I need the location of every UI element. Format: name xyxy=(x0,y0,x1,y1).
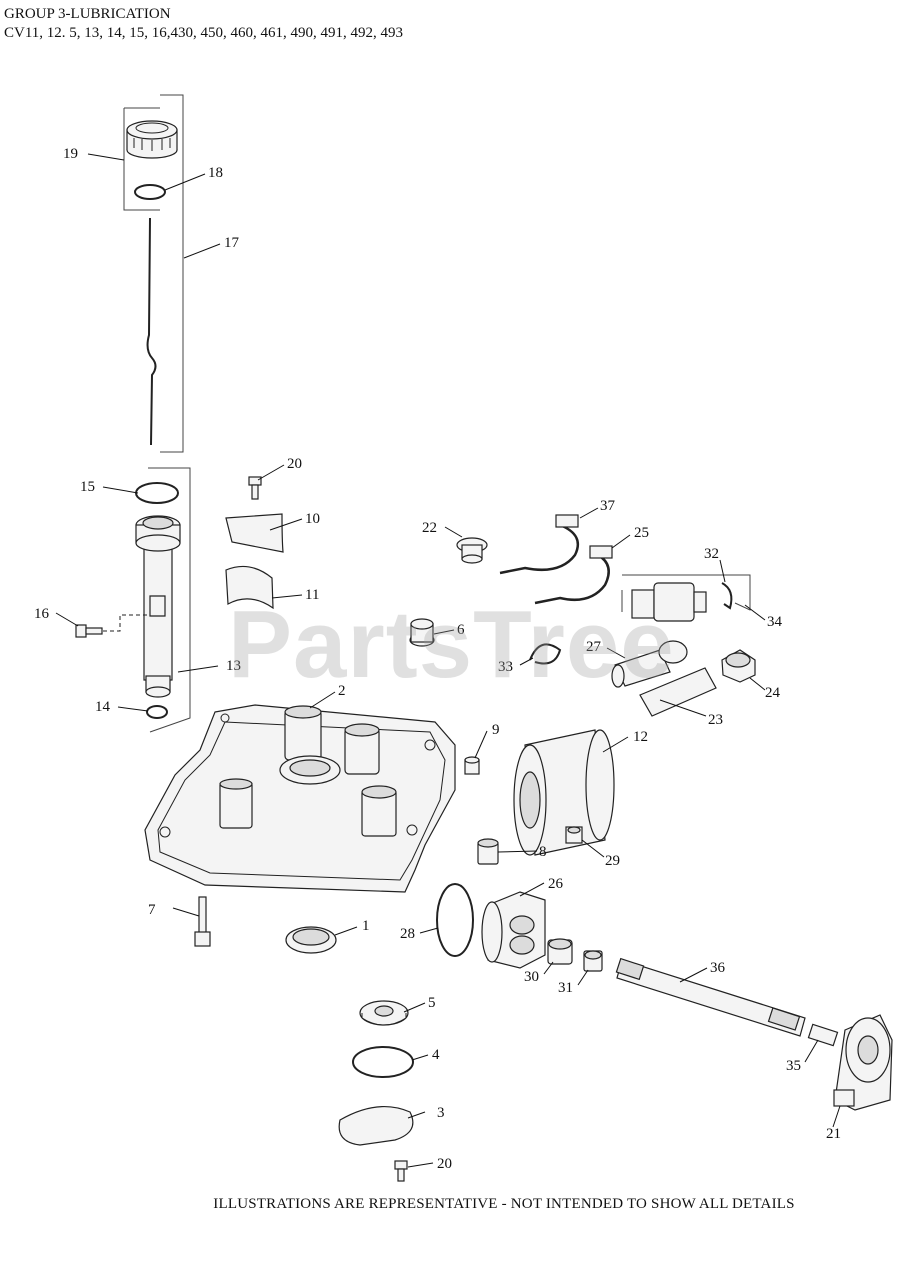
callout-29: 29 xyxy=(605,853,620,869)
callout-16: 16 xyxy=(34,606,50,622)
callout-31: 31 xyxy=(558,980,573,996)
watermark: PartsTree xyxy=(228,591,675,698)
sensor-group-box xyxy=(621,574,751,612)
callout-32: 32 xyxy=(704,546,719,562)
callout-27: 27 xyxy=(586,639,602,655)
oil-fill-tube xyxy=(135,515,181,698)
pump-o-ring xyxy=(352,1046,414,1078)
callout-7: 7 xyxy=(148,902,156,918)
tube-group-bracket xyxy=(148,467,191,733)
group-title: GROUP 3-LUBRICATION xyxy=(4,6,171,22)
screw-bottom xyxy=(394,1160,408,1182)
tube-o-ring-bottom xyxy=(146,705,168,719)
oil-cooler-adapter xyxy=(833,1014,893,1111)
wire-harness-37 xyxy=(499,523,580,575)
oil-hose xyxy=(639,667,717,717)
fitting-31 xyxy=(583,950,603,972)
callout-10: 10 xyxy=(305,511,320,527)
wire-harness-25 xyxy=(534,553,610,605)
model-list: CV11, 12. 5, 13, 14, 15, 16,430, 450, 46… xyxy=(4,25,404,41)
callout-11: 11 xyxy=(305,587,319,603)
oil-shield xyxy=(225,565,274,610)
oil-pressure-switch xyxy=(456,537,488,564)
hose-clamp xyxy=(529,643,562,665)
dipstick xyxy=(146,217,157,446)
screw-top xyxy=(248,476,262,500)
callout-33: 33 xyxy=(498,659,513,675)
disclaimer-footer: ILLUSTRATIONS ARE REPRESENTATIVE - NOT I… xyxy=(213,1196,795,1212)
callout-21: 21 xyxy=(826,1126,841,1142)
filter-nipple xyxy=(565,826,583,844)
filter-adapter xyxy=(481,891,546,969)
leader-lines xyxy=(55,153,841,1168)
callout-9: 9 xyxy=(492,722,500,738)
callout-15: 15 xyxy=(80,479,95,495)
hose-connector xyxy=(807,1023,839,1047)
oil-filter xyxy=(513,729,615,856)
cap-subgroup-box xyxy=(123,107,160,211)
pump-cover xyxy=(338,1106,414,1146)
callout-3: 3 xyxy=(437,1105,445,1121)
oil-pump xyxy=(359,1000,409,1026)
callout-12: 12 xyxy=(633,729,648,745)
callout-23: 23 xyxy=(708,712,723,728)
callout-37: 37 xyxy=(600,498,616,514)
callout-28: 28 xyxy=(400,926,415,942)
callout-35: 35 xyxy=(786,1058,801,1074)
hose-nut xyxy=(721,649,756,683)
oil-seal xyxy=(285,926,337,954)
callout-18: 18 xyxy=(208,165,223,181)
callout-20-top: 20 xyxy=(287,456,302,472)
hose-adapter xyxy=(611,640,688,688)
callout-2: 2 xyxy=(338,683,346,699)
callout-30: 30 xyxy=(524,969,539,985)
callout-19: 19 xyxy=(63,146,78,162)
callout-20-bottom: 20 xyxy=(437,1156,452,1172)
callout-4: 4 xyxy=(432,1047,440,1063)
callout-5: 5 xyxy=(428,995,436,1011)
dipstick-group-bracket xyxy=(160,94,184,453)
callout-8: 8 xyxy=(539,844,547,860)
closure-plate xyxy=(144,704,456,893)
callout-1: 1 xyxy=(362,918,370,934)
callout-25: 25 xyxy=(634,525,649,541)
callout-24: 24 xyxy=(765,685,781,701)
baffle-plate xyxy=(225,513,284,553)
oil-fill-cap xyxy=(126,120,178,159)
fitting-6 xyxy=(409,618,435,647)
drain-plug-8 xyxy=(477,838,499,865)
oil-sentry-sensor xyxy=(631,582,733,622)
cap-o-ring xyxy=(134,184,166,200)
tube-screw xyxy=(75,614,148,638)
mounting-bolt xyxy=(194,896,211,947)
fitting-9 xyxy=(464,756,480,775)
callout-26: 26 xyxy=(548,876,564,892)
callout-13: 13 xyxy=(226,658,241,674)
callout-17: 17 xyxy=(224,235,240,251)
callout-34: 34 xyxy=(767,614,783,630)
callout-22: 22 xyxy=(422,520,437,536)
callout-36: 36 xyxy=(710,960,726,976)
callout-14: 14 xyxy=(95,699,111,715)
callout-6: 6 xyxy=(457,622,465,638)
tube-o-ring-top xyxy=(135,482,179,504)
fitting-30 xyxy=(547,938,573,965)
filter-adapter-o-ring xyxy=(436,883,474,957)
oil-cooler-hose xyxy=(615,957,806,1037)
